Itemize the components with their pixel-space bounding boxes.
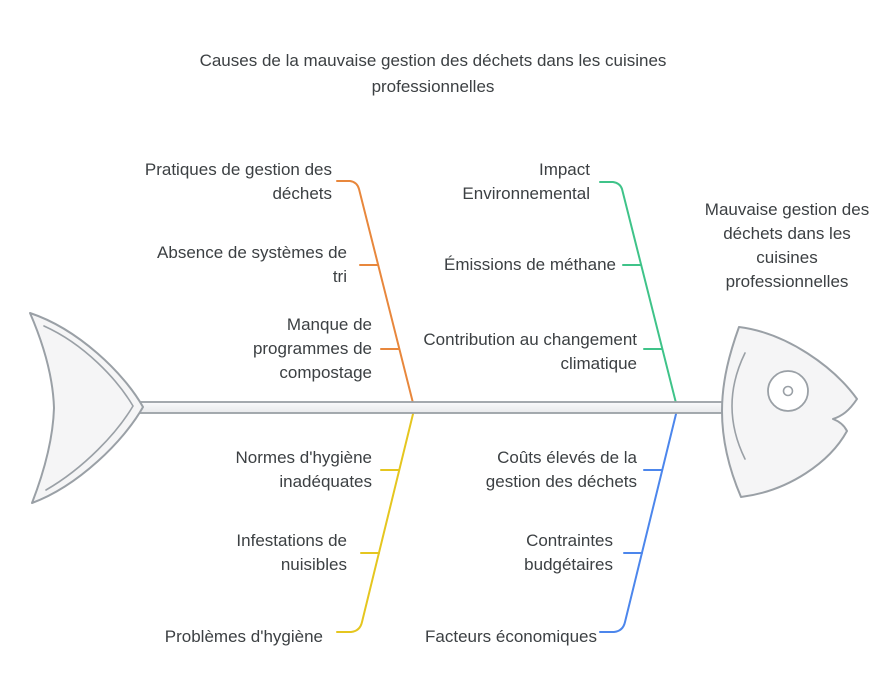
diagram-title: Causes de la mauvaise gestion des déchet…	[199, 51, 667, 96]
branch-facteurs-economiques	[599, 413, 677, 633]
cause-label-contraintes-budgetaires: Contraintes budgétaires	[524, 531, 613, 574]
category-label-facteurs-economiques: Facteurs économiques	[425, 627, 597, 646]
branch-line	[599, 413, 677, 633]
category-label-pratiques-gestion-dechets: Pratiques de gestion des déchets	[144, 160, 332, 203]
fish-tail	[29, 312, 144, 504]
fish-tail-inner-line	[43, 325, 134, 491]
branch-line	[599, 181, 677, 404]
fish-head	[721, 326, 858, 498]
cause-label-normes-hygiene: Normes d'hygiène inadéquates	[235, 448, 372, 491]
branch-impact-environnemental	[599, 181, 677, 404]
branch-line	[336, 413, 414, 633]
cause-label-emissions-methane: Émissions de méthane	[444, 255, 616, 274]
branch-pratiques-gestion-dechets	[336, 180, 414, 404]
category-label-problemes-hygiene: Problèmes d'hygiène	[164, 627, 323, 646]
cause-label-couts-eleves: Coûts élevés de la gestion des déchets	[485, 448, 637, 491]
branch-line	[336, 180, 414, 404]
fish-spine	[137, 401, 726, 414]
category-label-impact-environnemental: Impact Environnemental	[462, 160, 590, 203]
cause-label-manque-compostage: Manque de programmes de compostage	[252, 315, 372, 382]
cause-label-infestations-nuisibles: Infestations de nuisibles	[236, 531, 347, 574]
cause-label-absence-systemes-tri: Absence de systèmes de tri	[157, 243, 347, 286]
fish-gill-line	[731, 352, 746, 460]
fish-eye-pupil	[782, 385, 794, 397]
branch-problemes-hygiene	[336, 413, 414, 633]
effect-label: Mauvaise gestion des déchets dans les cu…	[704, 200, 870, 291]
cause-label-contribution-climatique: Contribution au changement climatique	[423, 330, 637, 373]
